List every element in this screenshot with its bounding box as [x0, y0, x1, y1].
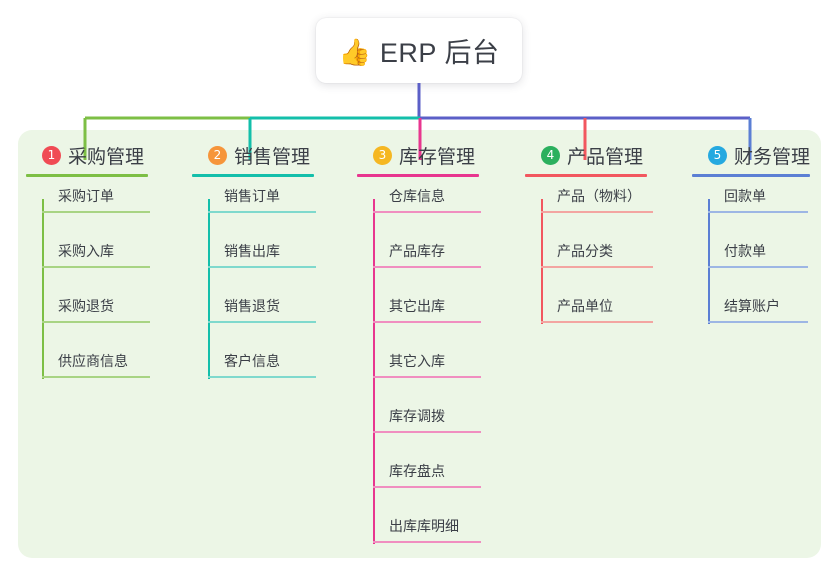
leaf-label: 库存调拨 — [389, 408, 445, 424]
leaf-label: 产品（物料） — [557, 188, 641, 204]
column-product: 4 产品管理产品（物料） 产品分类产品单位 — [525, 142, 653, 324]
leaf-label: 供应商信息 — [58, 353, 128, 369]
column-badge-inventory: 3 — [373, 145, 392, 165]
leaf-rule — [708, 266, 808, 268]
leaf-rule — [208, 376, 316, 378]
leaf-item[interactable]: 其它出库 — [373, 296, 481, 323]
leaf-rule — [208, 211, 316, 213]
leaf-item[interactable]: 付款单 — [708, 241, 808, 268]
root-node-title: ERP 后台 — [379, 38, 500, 68]
thumbs-up-icon: 👍 — [338, 36, 371, 67]
leaf-item[interactable]: 产品分类 — [541, 241, 653, 268]
column-spine-sales — [208, 199, 210, 379]
column-badge-sales: 2 — [208, 145, 227, 165]
column-title-purchasing: 采购管理 — [68, 146, 145, 168]
leaf-label: 库存盘点 — [389, 463, 445, 479]
leaf-label: 付款单 — [724, 243, 766, 259]
leaf-rule — [373, 486, 481, 488]
leaf-rule — [373, 321, 481, 323]
leaf-item[interactable]: 产品（物料） — [541, 186, 653, 213]
leaf-label: 采购退货 — [58, 298, 114, 314]
column-badge-purchasing: 1 — [42, 145, 61, 165]
column-title-finance: 财务管理 — [734, 146, 811, 168]
leaf-item[interactable]: 回款单 — [708, 186, 808, 213]
leaf-rule — [42, 376, 150, 378]
column-rule-inventory — [357, 174, 479, 177]
leaf-item[interactable]: 销售订单 — [208, 186, 316, 213]
leaf-label: 产品单位 — [557, 298, 613, 314]
leaf-rule — [208, 266, 316, 268]
leaf-rule — [541, 266, 653, 268]
leaf-item[interactable]: 库存盘点 — [373, 461, 481, 488]
leaf-rule — [373, 211, 481, 213]
column-header-product[interactable]: 4 产品管理 — [525, 142, 647, 168]
column-header-purchasing[interactable]: 1 采购管理 — [26, 142, 148, 168]
leaf-label: 结算账户 — [724, 298, 780, 314]
leaf-rule — [42, 211, 150, 213]
column-rule-finance — [692, 174, 810, 177]
leaf-rule — [708, 321, 808, 323]
leaf-label: 其它入库 — [389, 353, 445, 369]
leaf-label: 销售出库 — [224, 243, 280, 259]
leaf-label: 产品分类 — [557, 243, 613, 259]
column-spine-finance — [708, 199, 710, 324]
leaf-item[interactable]: 仓库信息 — [373, 186, 481, 213]
leaf-label: 出库库明细 — [389, 518, 459, 534]
leaf-rule — [541, 211, 653, 213]
leaf-label: 仓库信息 — [389, 188, 445, 204]
leaf-label: 产品库存 — [389, 243, 445, 259]
leaf-item[interactable]: 销售出库 — [208, 241, 316, 268]
column-header-finance[interactable]: 5 财务管理 — [692, 142, 810, 168]
column-spine-product — [541, 199, 543, 324]
column-header-sales[interactable]: 2 销售管理 — [192, 142, 314, 168]
leaf-label: 客户信息 — [224, 353, 280, 369]
leaf-item[interactable]: 采购退货 — [42, 296, 150, 323]
root-node-card[interactable]: 👍 ERP 后台 — [316, 18, 522, 83]
leaf-rule — [373, 376, 481, 378]
leaf-rule — [42, 266, 150, 268]
leaf-item[interactable]: 客户信息 — [208, 351, 316, 378]
column-sales: 2 销售管理销售订单销售出库销售退货客户信息 — [192, 142, 316, 379]
leaf-rule — [208, 321, 316, 323]
leaf-rule — [541, 321, 653, 323]
column-rule-purchasing — [26, 174, 148, 177]
leaf-label: 采购入库 — [58, 243, 114, 259]
column-spine-inventory — [373, 199, 375, 544]
leaf-item[interactable]: 产品库存 — [373, 241, 481, 268]
leaf-rule — [373, 266, 481, 268]
leaf-label: 销售订单 — [224, 188, 280, 204]
leaf-item[interactable]: 库存调拨 — [373, 406, 481, 433]
column-header-inventory[interactable]: 3 库存管理 — [357, 142, 479, 168]
leaf-rule — [42, 321, 150, 323]
column-badge-product: 4 — [541, 145, 560, 165]
leaf-rule — [708, 211, 808, 213]
column-title-sales: 销售管理 — [234, 146, 311, 168]
leaf-item[interactable]: 销售退货 — [208, 296, 316, 323]
column-spine-purchasing — [42, 199, 44, 379]
leaf-item[interactable]: 采购入库 — [42, 241, 150, 268]
leaf-item[interactable]: 采购订单 — [42, 186, 150, 213]
leaf-label: 采购订单 — [58, 188, 114, 204]
column-rule-product — [525, 174, 647, 177]
leaf-label: 销售退货 — [224, 298, 280, 314]
leaf-item[interactable]: 结算账户 — [708, 296, 808, 323]
leaf-rule — [373, 541, 481, 543]
column-rule-sales — [192, 174, 314, 177]
column-purchasing: 1 采购管理采购订单采购入库采购退货供应商信息 — [26, 142, 150, 379]
leaf-label: 回款单 — [724, 188, 766, 204]
column-title-inventory: 库存管理 — [399, 146, 476, 168]
leaf-item[interactable]: 产品单位 — [541, 296, 653, 323]
column-finance: 5 财务管理回款单付款单结算账户 — [692, 142, 810, 324]
column-inventory: 3 库存管理仓库信息产品库存其它出库其它入库库存调拨库存盘点出库库明细 — [357, 142, 481, 544]
leaf-label: 其它出库 — [389, 298, 445, 314]
leaf-rule — [373, 431, 481, 433]
leaf-item[interactable]: 出库库明细 — [373, 516, 481, 543]
leaf-item[interactable]: 供应商信息 — [42, 351, 150, 378]
column-title-product: 产品管理 — [567, 146, 644, 168]
leaf-item[interactable]: 其它入库 — [373, 351, 481, 378]
column-badge-finance: 5 — [708, 145, 727, 165]
